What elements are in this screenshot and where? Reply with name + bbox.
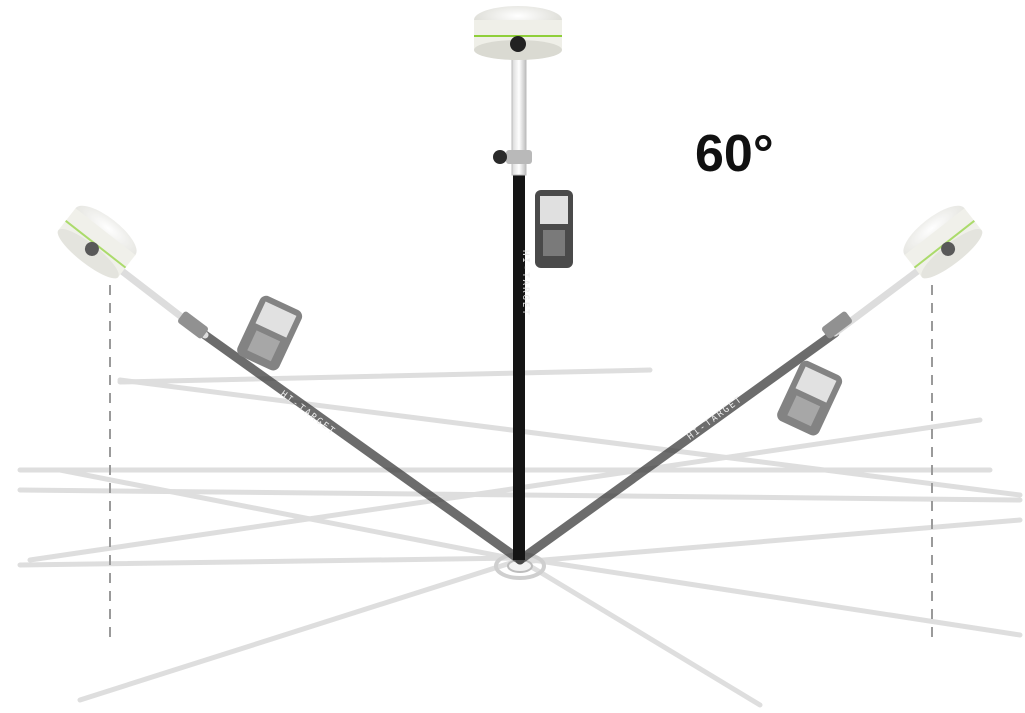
right-controller [777, 360, 843, 436]
left-controller [237, 295, 303, 371]
left-receiver [57, 205, 137, 279]
grid-line [117, 367, 653, 385]
grid-line [117, 377, 1023, 498]
center-vertical-survey-pole: HI-TARGET [474, 6, 573, 560]
ground-grid [17, 367, 1023, 708]
grid-line [517, 517, 1023, 565]
right-pole-label: HI-TARGET [686, 394, 745, 442]
grid-line [27, 417, 983, 563]
left-pole-label: HI-TARGET [278, 389, 337, 437]
center-receiver [474, 6, 562, 60]
grid-line [17, 555, 523, 568]
grid-line [77, 557, 523, 703]
grid-line [517, 557, 763, 708]
plumb-lines [109, 285, 933, 645]
right-tilted-survey-pole: HI-TARGET [515, 205, 983, 565]
tilt-angle-label: 60° [695, 125, 774, 183]
grid-line [57, 467, 523, 563]
grid-line [517, 555, 1023, 638]
center-controller [535, 190, 573, 268]
right-receiver [903, 205, 983, 279]
center-pole-label: HI-TARGET [520, 250, 530, 317]
